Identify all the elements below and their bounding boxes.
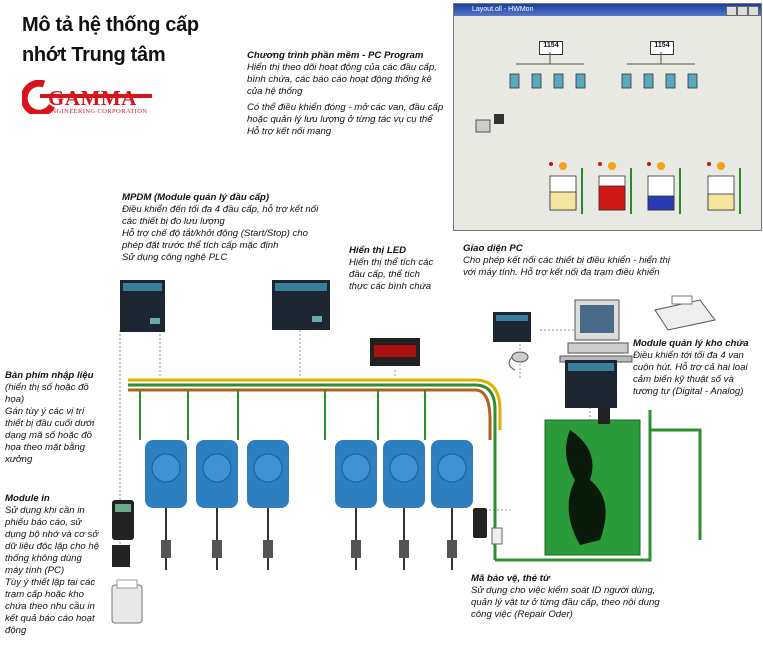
hwmon-window: Layout.oll - HWMon 1154 1154 xyxy=(453,3,762,231)
dispenser-units xyxy=(145,440,473,570)
mouse-icon xyxy=(508,351,529,371)
close-button[interactable] xyxy=(748,6,759,16)
note-pc-interface: Giao diện PC Cho phép kết nối các thiết … xyxy=(463,243,670,278)
drop-lines xyxy=(139,390,426,440)
computer-icon xyxy=(559,299,633,363)
minimize-button[interactable] xyxy=(726,6,737,16)
pc-interface-module xyxy=(493,312,531,342)
dispenser-5 xyxy=(383,440,425,570)
hwmon-layout-diagram xyxy=(475,52,741,214)
led-display xyxy=(370,338,420,366)
card-reader-device xyxy=(473,508,503,545)
window-title: Layout.oll - HWMon xyxy=(454,4,761,16)
lcd-display-left: 1154 xyxy=(539,41,563,55)
printer-icon-right xyxy=(654,295,716,331)
dispenser-1 xyxy=(145,440,187,570)
main-pipeline xyxy=(128,378,702,562)
note-mpdm: MPDM (Module quản lý đầu cấp) Điều khiển… xyxy=(122,192,319,263)
dispenser-3 xyxy=(247,440,289,570)
dispenser-6 xyxy=(431,440,473,570)
note-pc-program: Chương trình phần mềm - PC Program Hiển … xyxy=(247,50,444,137)
keypad-device xyxy=(112,500,134,540)
dispenser-2 xyxy=(196,440,238,570)
note-tank-module: Module quản lý kho chứa Điều khiển tới t… xyxy=(633,338,749,397)
page-title: Mô tả hệ thống cấp nhớt Trung tâm xyxy=(22,14,199,66)
lcd-display-right: 1154 xyxy=(650,41,674,55)
dispenser-4 xyxy=(335,440,377,570)
logo-tagline: ENGINEERING CORPORATION xyxy=(47,108,148,115)
tank-management-module xyxy=(565,360,617,408)
printer-module-icon xyxy=(111,579,143,624)
gamma-logo xyxy=(22,80,152,114)
note-security: Mã bảo vệ, thẻ từ Sử dụng cho việc kiểm … xyxy=(471,573,660,620)
storage-tank xyxy=(544,408,641,556)
small-terminal xyxy=(112,545,130,567)
mpdm-module-2 xyxy=(272,280,330,330)
maximize-button[interactable] xyxy=(737,6,748,16)
mpdm-module-1 xyxy=(120,280,165,332)
logo-name: GAMMA xyxy=(48,86,137,110)
